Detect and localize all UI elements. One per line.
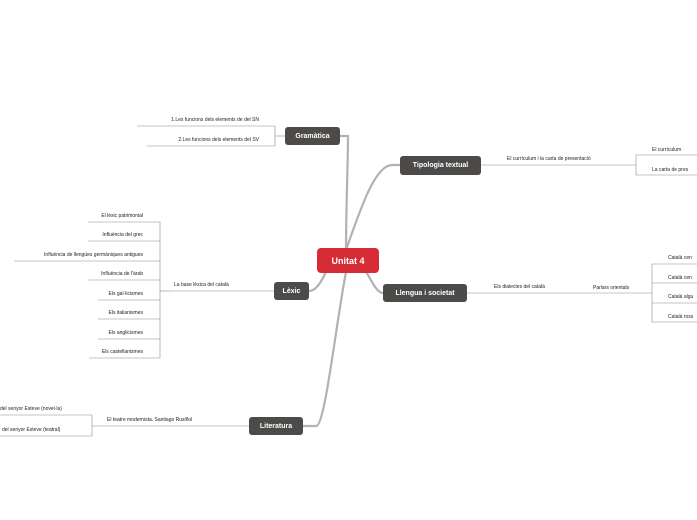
llengua-branch[interactable]: Els dialectes del català <box>494 284 545 290</box>
llengua-item[interactable]: Català cen <box>668 275 692 281</box>
topic-literatura[interactable]: Literatura <box>249 417 303 435</box>
topic-tipologia-label: Tipologia textual <box>412 162 469 169</box>
topic-literatura-label: Literatura <box>259 422 293 430</box>
lexic-item[interactable]: Els anglicismes <box>108 330 143 336</box>
literatura-lines <box>0 414 249 437</box>
gramatica-item[interactable]: 1.Les funcions dels elements de del SN <box>171 117 259 123</box>
lexic-item[interactable]: Influència del grec <box>102 232 143 238</box>
tipologia-item[interactable]: La carta de pres <box>652 167 689 173</box>
lexic-item[interactable]: Influència de l'àrab <box>101 271 143 277</box>
topic-gramatica-label: Gramàtica <box>295 132 330 140</box>
topic-llengua[interactable]: Llengua i societat <box>383 284 467 302</box>
lexic-item[interactable]: Influència de llengües germàniques antig… <box>44 252 143 258</box>
lexic-item[interactable]: Els italianismes <box>108 310 143 316</box>
lexic-item[interactable]: El lèxic patrimonial <box>101 213 143 219</box>
literatura-branch[interactable]: El teatre modernista. Santiago Rusiñol <box>107 417 193 423</box>
topic-lexic[interactable]: Lèxic <box>274 282 309 300</box>
llengua-item[interactable]: Català algu <box>668 294 694 300</box>
central-label: Unitat 4 <box>331 255 365 266</box>
literatura-item[interactable]: del senyor Esteve (novel·la) <box>0 406 62 412</box>
topic-tipologia[interactable]: Tipologia textual <box>400 156 481 175</box>
central-node[interactable]: Unitat 4 <box>317 248 379 273</box>
topic-lexic-label: Lèxic <box>282 287 301 295</box>
gramatica-item[interactable]: 2.Les funcions dels elements del SV <box>178 137 259 143</box>
tipologia-branch[interactable]: El currículum i la carta de presentació <box>507 156 591 162</box>
llengua-item[interactable]: Català cen <box>668 255 692 261</box>
tipologia-lines <box>481 154 697 176</box>
lexic-lines <box>14 221 274 359</box>
llengua-lines <box>467 263 697 323</box>
main-connectors <box>303 134 400 428</box>
literatura-item[interactable]: del senyor Esteve (teatral) <box>2 427 61 433</box>
lexic-branch[interactable]: La base lèxica del català <box>174 282 229 288</box>
tipologia-item[interactable]: El currículum <box>652 147 682 153</box>
lexic-item[interactable]: Els castellanismes <box>101 349 143 355</box>
llengua-item[interactable]: Català ross <box>668 314 694 320</box>
lexic-item[interactable]: Els gal·licismes <box>108 291 143 297</box>
gramatica-lines <box>137 125 285 147</box>
topic-gramatica[interactable]: Gramàtica <box>285 127 340 145</box>
llengua-sub-branch[interactable]: Parlars orientals <box>593 285 630 291</box>
topic-llengua-label: Llengua i societat <box>395 289 455 297</box>
